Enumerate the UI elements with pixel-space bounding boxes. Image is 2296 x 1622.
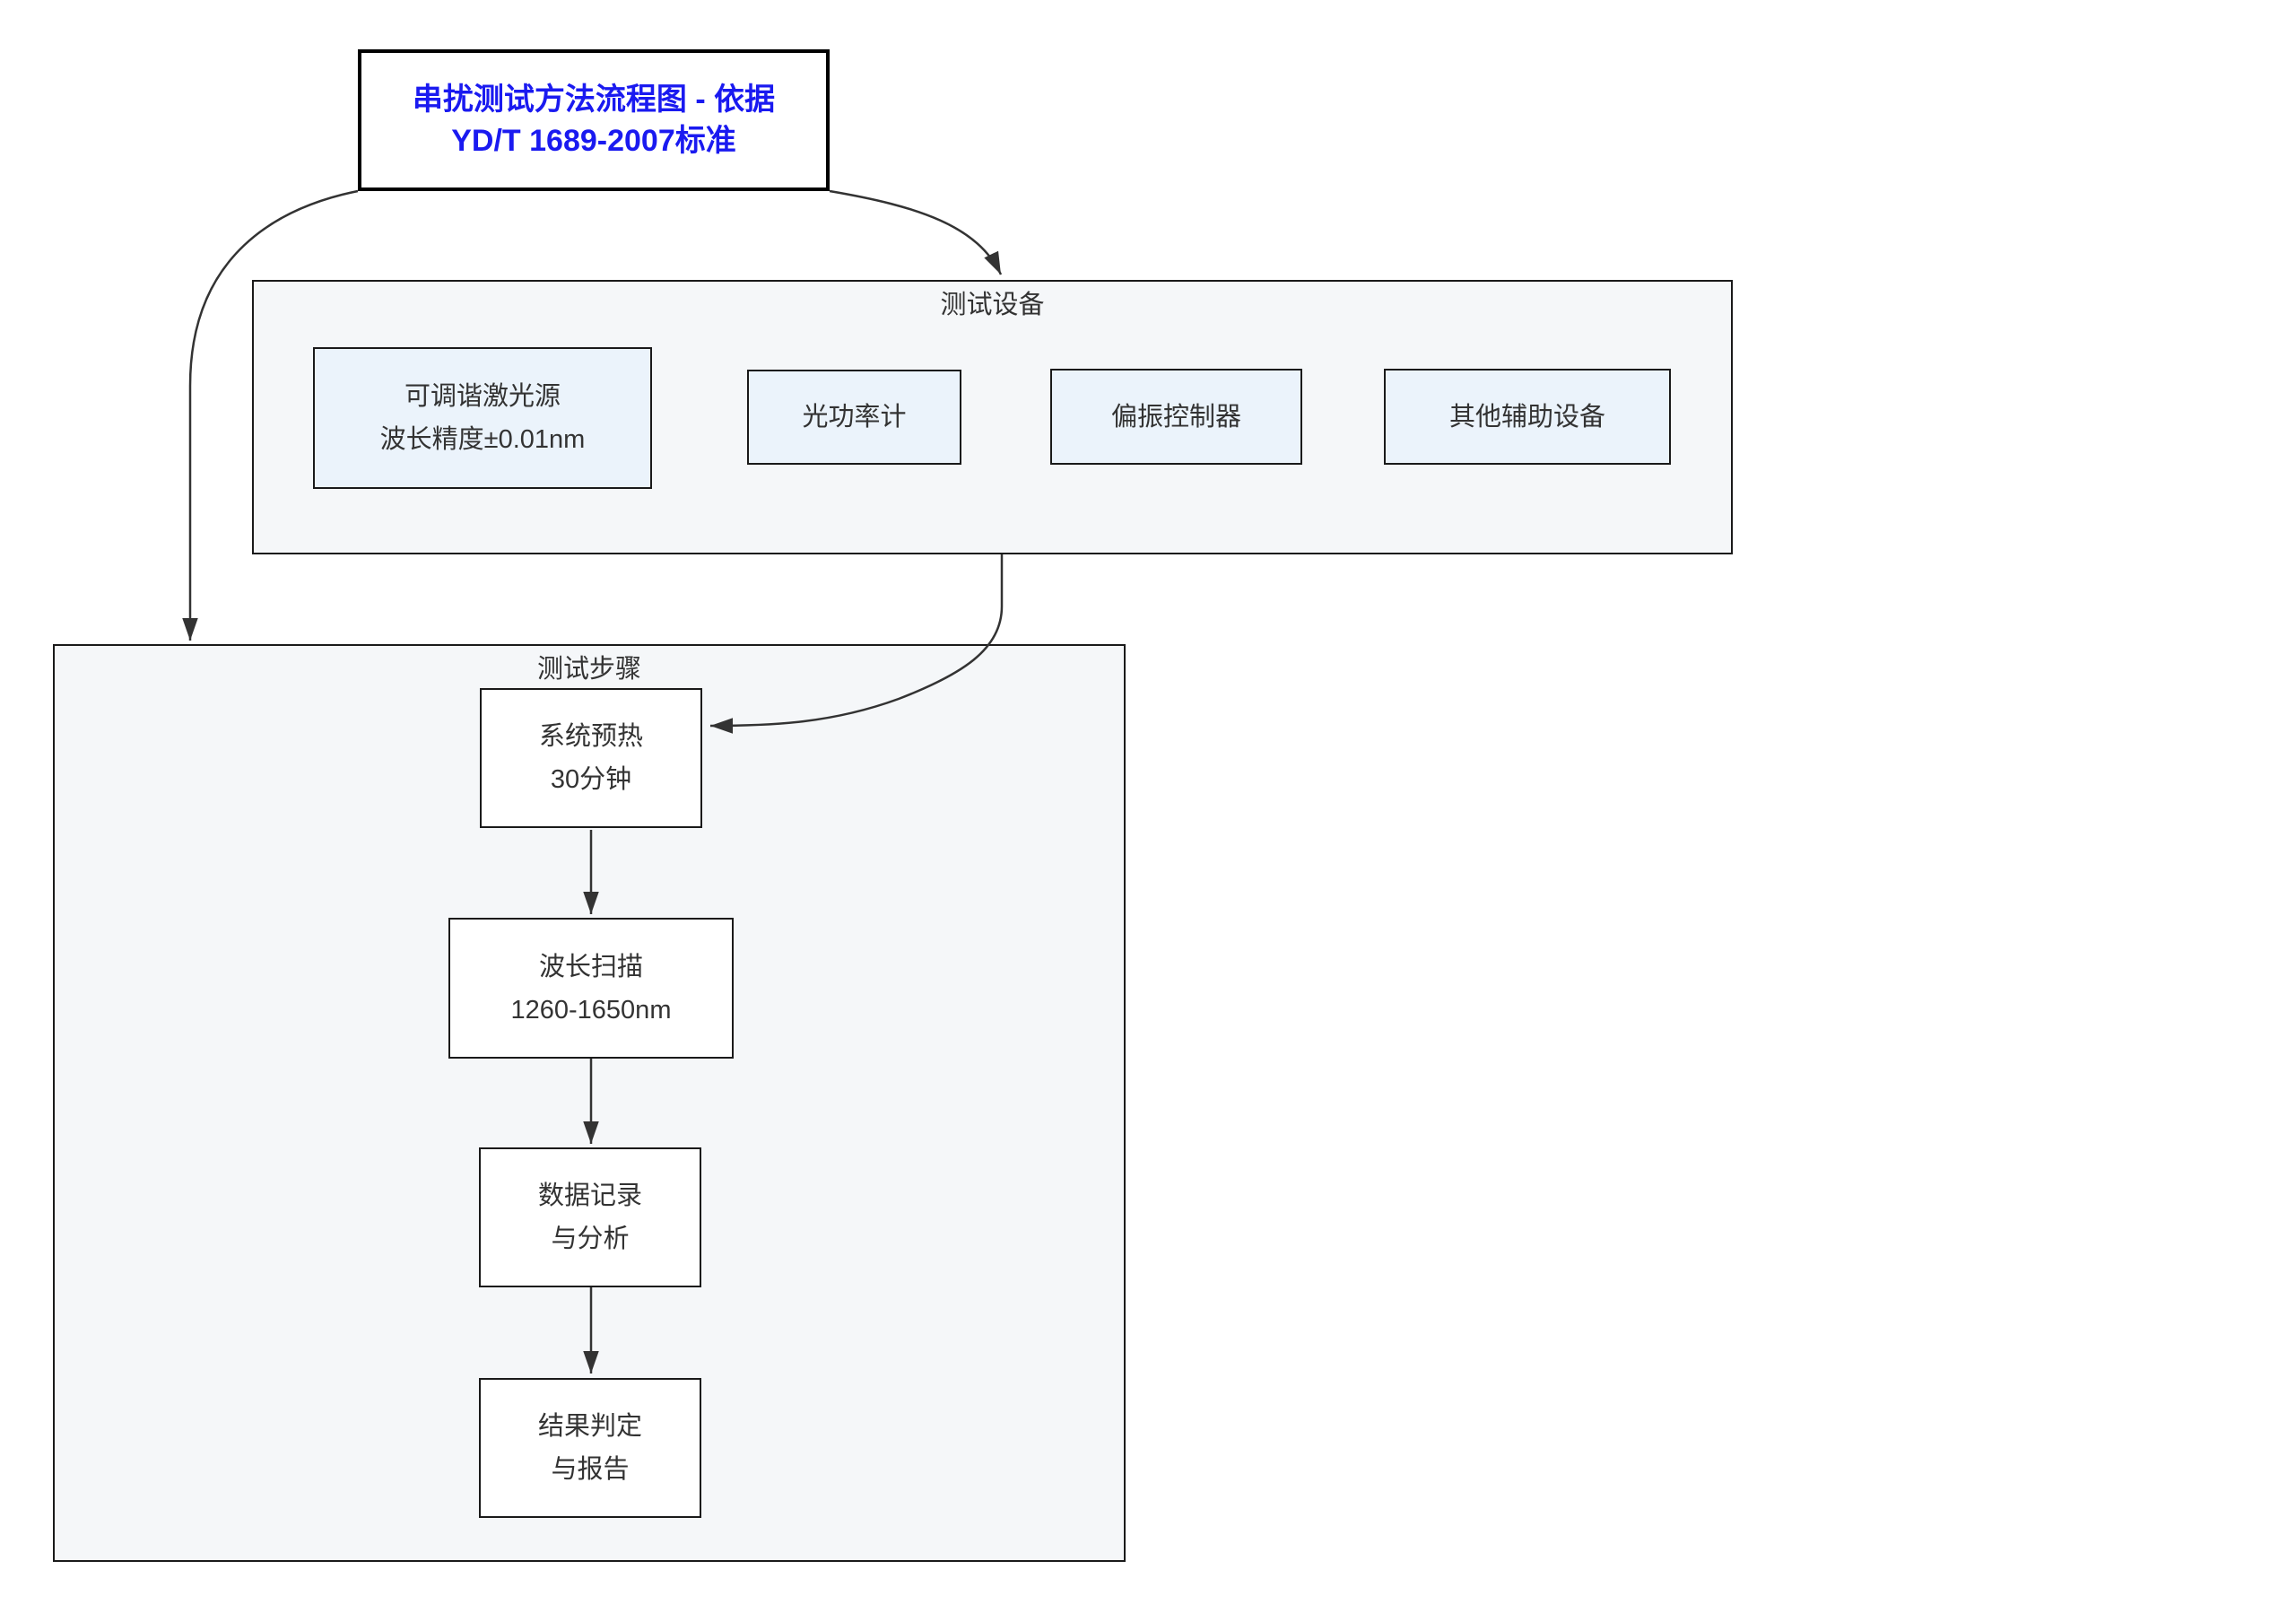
steps-group-label: 测试步骤 (536, 655, 641, 684)
equipment-node-power-meter: 光功率计 (747, 370, 961, 465)
step-node-data-record: 数据记录 与分析 (479, 1147, 701, 1287)
equipment-node-polarization-controller-label: 偏振控制器 (1110, 402, 1241, 432)
step-node-warmup-line1: 系统预热 (538, 722, 643, 751)
equipment-node-tunable-laser-line2: 波长精度±0.01nm (379, 425, 586, 454)
equipment-node-power-meter-label: 光功率计 (802, 403, 907, 432)
step-node-result-report: 结果判定 与报告 (479, 1378, 701, 1518)
equipment-node-auxiliary: 其他辅助设备 (1384, 369, 1671, 465)
step-node-result-report-line2: 与报告 (551, 1455, 630, 1484)
title-node: 串扰测试方法流程图 - 依据 YD/T 1689-2007标准 (358, 49, 830, 191)
step-node-warmup: 系统预热 30分钟 (480, 688, 702, 828)
connector-title-to-equipment (829, 189, 1003, 275)
step-node-wavelength-scan-line2: 1260-1650nm (510, 995, 672, 1025)
equipment-node-polarization-controller: 偏振控制器 (1050, 369, 1302, 465)
step-node-warmup-line2: 30分钟 (550, 765, 632, 794)
step-node-wavelength-scan: 波长扫描 1260-1650nm (448, 918, 734, 1059)
equipment-node-auxiliary-label: 其他辅助设备 (1448, 402, 1605, 432)
step-node-data-record-line2: 与分析 (551, 1225, 630, 1253)
equipment-node-tunable-laser: 可调谐激光源 波长精度±0.01nm (313, 347, 652, 489)
title-line1: 串扰测试方法流程图 - 依据 (412, 83, 776, 117)
step-node-data-record-line1: 数据记录 (537, 1182, 642, 1210)
step-node-wavelength-scan-line1: 波长扫描 (538, 952, 643, 981)
step-node-result-report-line1: 结果判定 (537, 1412, 642, 1441)
equipment-node-tunable-laser-line1: 可调谐激光源 (404, 382, 561, 411)
equipment-group-label: 测试设备 (940, 291, 1045, 319)
title-line2: YD/T 1689-2007标准 (451, 124, 736, 158)
